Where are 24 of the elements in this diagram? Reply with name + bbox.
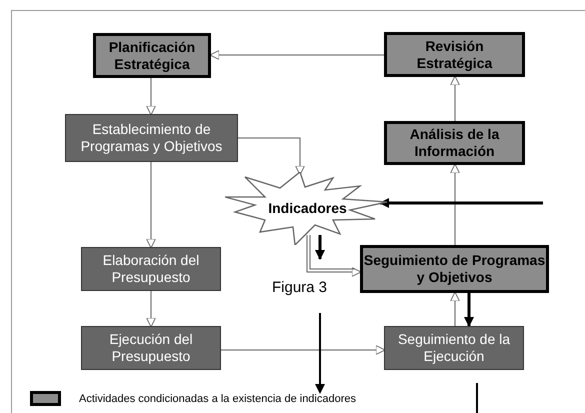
arrow — [210, 50, 384, 60]
arrow — [315, 235, 325, 260]
process-box: Seguimiento de Programas y Objetivos — [360, 245, 549, 293]
arrow — [306, 234, 362, 277]
arrow — [450, 292, 460, 326]
figure-label: Figura 3 — [272, 279, 328, 296]
arrow — [450, 76, 460, 122]
process-box: Seguimiento de la Ejecución — [384, 326, 524, 370]
arrow — [464, 293, 474, 327]
process-box: Elaboración del Presupuesto — [81, 247, 221, 291]
process-box: Ejecución del Presupuesto — [81, 326, 221, 370]
process-box: Planificación Estratégica — [93, 33, 211, 78]
arrow — [146, 162, 156, 248]
arrow — [220, 345, 386, 355]
node-label: Indicadores — [268, 200, 347, 217]
process-box: Establecimiento de Programas y Objetivos — [65, 114, 238, 162]
arrow — [146, 290, 156, 328]
process-box: Revisión Estratégica — [384, 32, 525, 77]
arrow — [450, 164, 460, 246]
arrow — [146, 78, 156, 116]
arrow — [379, 198, 543, 208]
arrow — [238, 138, 305, 176]
legend-text: Actividades condicionadas a la existencia de indicadores — [79, 393, 356, 405]
process-box: Análisis de la Información — [384, 121, 525, 165]
